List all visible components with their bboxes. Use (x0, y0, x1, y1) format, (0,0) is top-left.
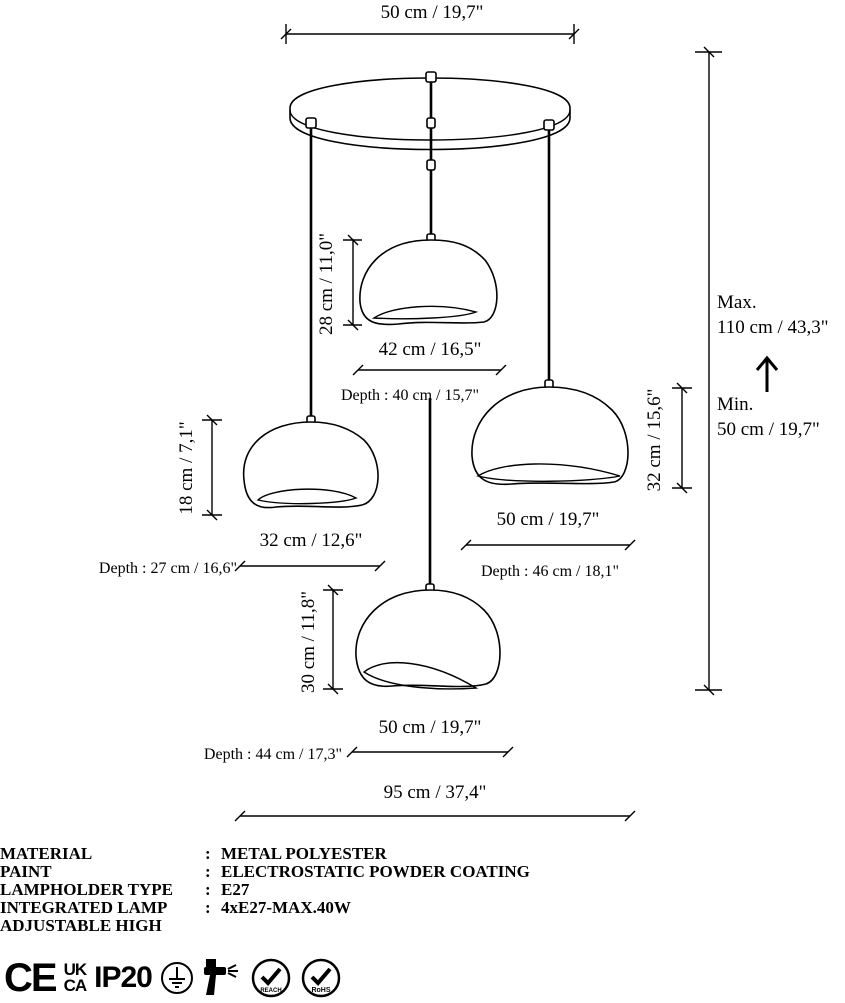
dimension-lines (202, 24, 722, 822)
min-height-label: Min. (717, 394, 753, 415)
spec-colon (205, 917, 221, 935)
shade-right-depth-label: Depth : 46 cm / 18,1" (481, 563, 619, 580)
cable-connectors (305, 71, 555, 593)
ukca-bottom: CA (63, 976, 88, 995)
shade-bottom-width-label: 50 cm / 19,7" (379, 717, 482, 738)
spray-paint-gun-icon (203, 959, 238, 995)
ce-mark-icon: CE (4, 955, 58, 1000)
shade-right-height-label: 32 cm / 15,6" (644, 389, 665, 492)
reach-compliance-icon: REACH (251, 958, 291, 998)
shade-top (359, 239, 498, 326)
spec-value: METAL POLYESTER (221, 844, 387, 863)
rohs-label: RoHS (311, 987, 330, 994)
spec-label: PAINT (0, 862, 52, 881)
reach-label: REACH (260, 988, 281, 994)
spec-value: ELECTROSTATIC POWDER COATING (221, 862, 530, 881)
ukca-top: UK (63, 960, 88, 979)
adjust-arrow-icon (755, 355, 779, 392)
ground-symbol-icon (160, 962, 193, 994)
shade-left-width-label: 32 cm / 12,6" (260, 530, 363, 551)
shade-top-depth-label: Depth : 40 cm / 15,7" (341, 387, 479, 404)
spec-colon: : (205, 844, 211, 863)
spec-label: INTEGRATED LAMP (0, 898, 168, 917)
canopy-width-label: 50 cm / 19,7" (381, 2, 484, 23)
spec-row-lampholder: LAMPHOLDER TYPE : E27 (0, 881, 530, 899)
spec-colon: : (205, 880, 211, 899)
certification-marks: CE UK CA IP20 REACH RoHS (4, 955, 342, 1001)
shade-bottom-height-label: 30 cm / 11,8" (298, 591, 319, 693)
max-height-label: Max. (717, 292, 757, 313)
shade-top-height-label: 28 cm / 11,0" (316, 233, 337, 335)
spec-row-material: MATERIAL : METAL POLYESTER (0, 845, 530, 863)
shade-bottom (355, 589, 501, 690)
min-height-value: 50 cm / 19,7" (717, 419, 820, 440)
shade-left-depth-label: Depth : 27 cm / 16,6" (99, 560, 237, 577)
rohs-compliance-icon: RoHS (301, 958, 341, 998)
spec-label: ADJUSTABLE HIGH (0, 916, 162, 935)
spec-row-adjustable: ADJUSTABLE HIGH (0, 917, 530, 935)
shade-top-width-label: 42 cm / 16,5" (379, 339, 482, 360)
spec-label: MATERIAL (0, 844, 93, 863)
shade-bottom-depth-label: Depth : 44 cm / 17,3" (204, 746, 342, 763)
shade-right-width-label: 50 cm / 19,7" (497, 509, 600, 530)
shade-left-height-label: 18 cm / 7,1" (176, 421, 197, 514)
spec-table: MATERIAL : METAL POLYESTER PAINT : ELECT… (0, 845, 530, 935)
ip-rating-icon: IP20 (94, 961, 153, 994)
shade-right (471, 386, 629, 486)
overall-width-label: 95 cm / 37,4" (384, 782, 487, 803)
spec-label: LAMPHOLDER TYPE (0, 880, 174, 899)
spec-value: E27 (221, 880, 250, 899)
spec-colon: : (205, 898, 211, 917)
spec-row-integrated-lamp: INTEGRATED LAMP : 4xE27-MAX.40W (0, 899, 530, 917)
shade-left (242, 421, 379, 509)
max-height-value: 110 cm / 43,3" (717, 317, 829, 338)
lamp-dimension-diagram: 50 cm / 19,7" Max. 110 cm / 43,3" Min. 5… (99, 2, 829, 822)
spec-row-paint: PAINT : ELECTROSTATIC POWDER COATING (0, 863, 530, 881)
spec-colon: : (205, 862, 211, 881)
spec-value: 4xE27-MAX.40W (221, 898, 351, 917)
ukca-mark-icon: UK CA (63, 960, 88, 995)
